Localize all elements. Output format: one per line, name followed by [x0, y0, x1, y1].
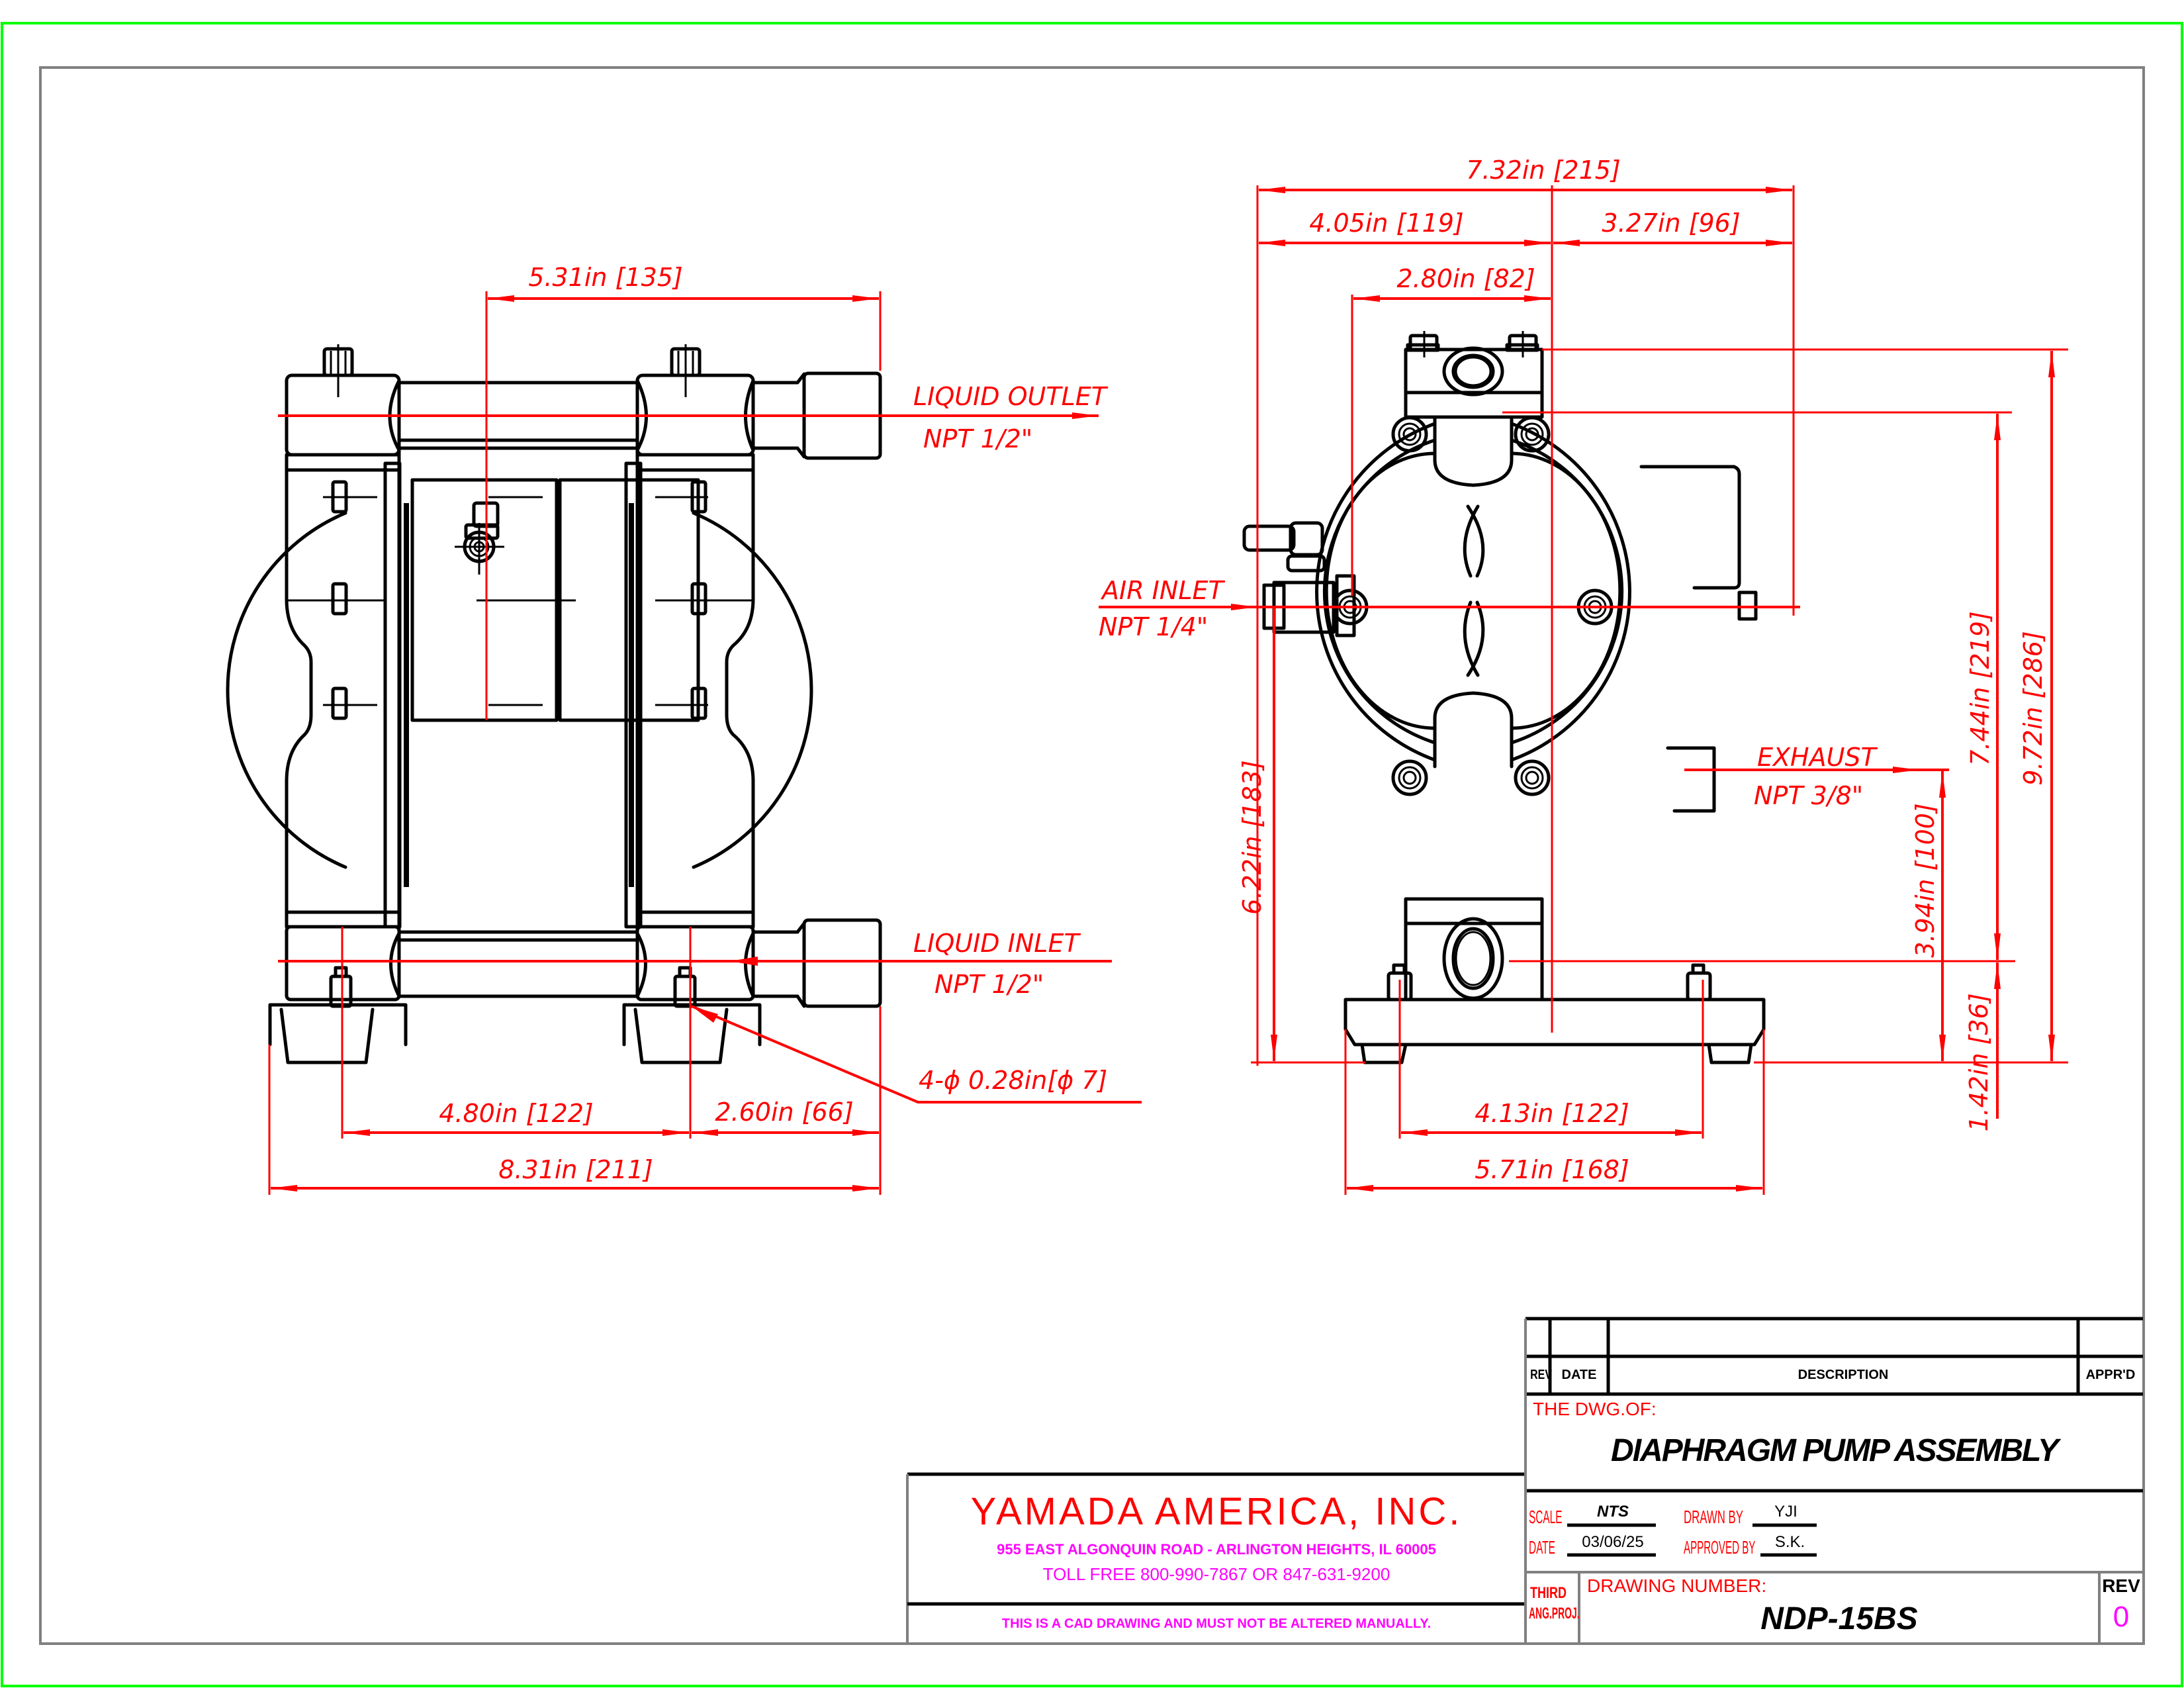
approved-by-label-box: APPROVED BY — [1684, 1537, 1755, 1558]
label-exhaust-size: NPT 3/8" — [1754, 781, 1863, 810]
date-label-box: DATE — [1529, 1537, 1558, 1558]
cad-notice: THIS IS A CAD DRAWING AND MUST NOT BE AL… — [1001, 1617, 1432, 1631]
projection-line-2-box: ANG.PROJ. — [1529, 1605, 1580, 1623]
dim-left-to-center: 4.05in [119] — [1309, 209, 1464, 238]
dim-base-width: 5.71in [168] — [1475, 1155, 1629, 1184]
dim-air-inlet-to-center: 2.80in [82] — [1396, 264, 1535, 293]
projection-line-1: THIRD — [1530, 1584, 1567, 1602]
bolt-icon — [322, 344, 354, 397]
date-value: 03/06/25 — [1582, 1533, 1644, 1551]
inlet-arrowhead — [730, 957, 758, 966]
scale-label: SCALE — [1529, 1507, 1563, 1527]
foot-left — [268, 966, 408, 1064]
bolt-icon — [1686, 963, 1712, 1002]
company-name: YAMADA AMERICA, INC. — [970, 1490, 1463, 1533]
side-view — [226, 291, 1142, 1195]
dim-overall-width: 7.32in [215] — [1466, 156, 1621, 185]
bolt-icon — [1406, 331, 1440, 357]
approved-by-label: APPROVED BY — [1684, 1537, 1756, 1558]
label-air-inlet-size: NPT 1/4" — [1099, 612, 1208, 641]
dim-foot-to-port: 2.60in [66] — [715, 1098, 853, 1127]
date-label: DATE — [1529, 1537, 1555, 1558]
exhaust-muffler — [1639, 465, 1758, 813]
air-valve-icon — [1242, 521, 1356, 637]
rev-value: 0 — [2113, 1601, 2130, 1633]
dim-base-foot-spacing: 4.13in [122] — [1475, 1099, 1629, 1128]
mount-hole-leader — [691, 1005, 1142, 1103]
rev-header-rev-text: REV — [1530, 1368, 1553, 1382]
label-liquid-outlet-size: NPT 1/2" — [923, 424, 1032, 453]
outer-frame — [1, 22, 2183, 1687]
dim-outlet-height: 7.44in [219] — [1966, 611, 1995, 766]
title-block-lines — [906, 1317, 2143, 1644]
company-phone: TOLL FREE 800-990-7867 OR 847-631-9200 — [1042, 1564, 1390, 1584]
rev-header-description: DESCRIPTION — [1797, 1368, 1889, 1382]
flange-bolts — [286, 480, 754, 720]
diaphragm-right — [1510, 451, 1622, 730]
top-manifold — [1404, 348, 1544, 419]
inner-frame — [39, 66, 2145, 1645]
dim-center-to-right: 3.27in [96] — [1602, 209, 1740, 238]
dim-exhaust-height: 3.94in [100] — [1911, 803, 1940, 958]
front-view — [1099, 185, 2068, 1195]
drawing-number-label: DRAWING NUMBER: — [1587, 1575, 1767, 1596]
label-exhaust: EXHAUST — [1757, 743, 1878, 772]
dim-foot-spacing: 4.80in [122] — [439, 1099, 594, 1128]
dwg-of-label: THE DWG.OF: — [1533, 1399, 1657, 1419]
dim-overall-height: 9.72in [286] — [2019, 631, 2048, 786]
scale-label-box: SCALE — [1529, 1507, 1565, 1528]
base-plate — [1343, 998, 1766, 1047]
rev-header-rev: REV — [1527, 1368, 1553, 1383]
label-mount-holes: 4-ϕ 0.28in[ϕ 7] — [919, 1066, 1107, 1095]
label-liquid-inlet-size: NPT 1/2" — [934, 970, 1044, 999]
drawn-by-value: YJI — [1774, 1503, 1797, 1521]
bolt-icon — [670, 344, 702, 397]
rev-header-date: DATE — [1561, 1368, 1597, 1382]
air-valve-icon — [455, 501, 504, 575]
dim-air-inlet-height: 6.22in [183] — [1238, 760, 1267, 915]
approved-by-value: S.K. — [1774, 1533, 1805, 1551]
projection-line-1-box: THIRD — [1530, 1584, 1578, 1603]
dim-outlet-offset: 5.31in [135] — [528, 263, 683, 292]
drawing-title: DIAPHRAGM PUMP ASSEMBLY — [1611, 1433, 2059, 1468]
label-liquid-outlet: LIQUID OUTLET — [913, 382, 1109, 411]
scale-value: NTS — [1597, 1503, 1629, 1521]
drawn-by-label: DRAWN BY — [1684, 1507, 1743, 1527]
dim-overall-depth: 8.31in [211] — [498, 1155, 653, 1184]
rev-header-apprd: APPR'D — [2085, 1368, 2136, 1382]
diaphragm-left — [1324, 451, 1437, 730]
outlet-port-icon — [1442, 346, 1504, 397]
inlet-port — [802, 918, 882, 1008]
drawing-number: NDP-15BS — [1760, 1601, 1918, 1636]
projection-line-2: ANG.PROJ. — [1529, 1605, 1580, 1622]
label-liquid-inlet: LIQUID INLET — [913, 929, 1081, 958]
bolt-icon — [1505, 331, 1539, 357]
company-address: 955 EAST ALGONQUIN ROAD - ARLINGTON HEIG… — [997, 1541, 1436, 1558]
label-air-inlet: AIR INLET — [1100, 576, 1225, 605]
rev-label: REV — [2102, 1575, 2140, 1596]
drawn-by-label-box: DRAWN BY — [1684, 1507, 1745, 1528]
dim-inlet-height: 1.42in [36] — [1964, 993, 1993, 1131]
